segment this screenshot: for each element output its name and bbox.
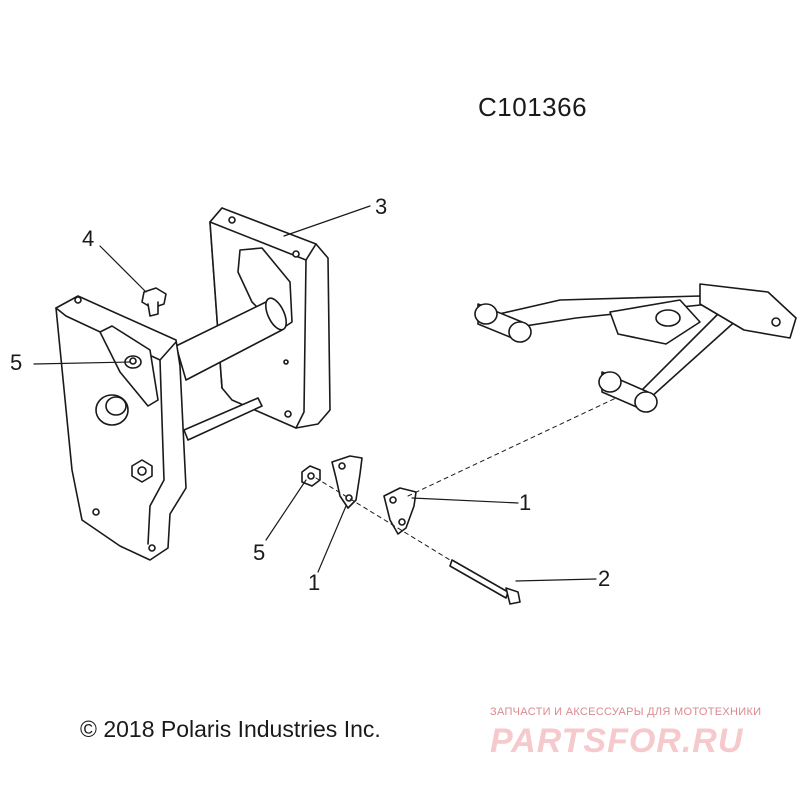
nut-part-5-lower	[301, 465, 321, 487]
bolt-part-4	[141, 287, 167, 317]
a-arm	[474, 283, 797, 413]
watermark-tagline: ЗАПЧАСТИ И АКСЕССУАРЫ ДЛЯ МОТОТЕХНИКИ	[490, 706, 762, 718]
diagram-id: C101366	[478, 92, 588, 122]
callout-1-upper: 1	[519, 490, 532, 515]
cam-plate-part-1-left	[331, 455, 363, 509]
leader-lines	[33, 205, 597, 582]
copyright-notice: © 2018 Polaris Industries Inc.	[80, 716, 381, 742]
pivot-tube	[175, 297, 288, 441]
cam-plate-part-1-right	[383, 487, 417, 535]
watermark-logo: PARTSFOR.RU	[490, 722, 744, 760]
callout-5-lower: 5	[253, 540, 266, 565]
callout-5-left: 5	[10, 350, 23, 375]
callout-2: 2	[598, 566, 611, 591]
front-bracket	[55, 295, 187, 561]
callout-1-lower: 1	[308, 570, 321, 595]
callout-3: 3	[375, 194, 388, 219]
callout-4: 4	[82, 226, 95, 251]
assembly-lines	[315, 397, 617, 561]
bolt-part-2	[449, 559, 521, 605]
